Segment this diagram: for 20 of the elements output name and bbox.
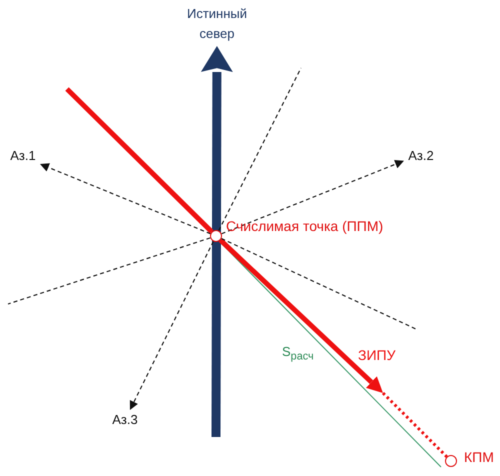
- waypoint-circle: [210, 230, 222, 242]
- arrow: [130, 241, 214, 410]
- arrow: [40, 163, 211, 234]
- line: [65, 87, 214, 234]
- direction-label: Аз.3: [108, 410, 142, 430]
- arrow: [200, 46, 233, 438]
- line: [218, 68, 302, 231]
- arrow: [218, 238, 383, 393]
- line: [8, 237, 210, 305]
- direction-label: Аз.1: [6, 146, 40, 168]
- waypoint-circle: [445, 455, 457, 467]
- edge-label: ЗИПУ: [358, 347, 396, 363]
- point-label: КПМ: [464, 449, 494, 465]
- distance-label: S$_{расч}$: [282, 344, 314, 365]
- direction-label: Истинный север: [181, 4, 253, 46]
- line: [221, 238, 418, 330]
- direction-label: Аз.2: [404, 146, 438, 162]
- point-label: Счислимая точка (ППМ): [226, 218, 384, 234]
- arrow: [221, 160, 404, 234]
- line: [382, 392, 448, 458]
